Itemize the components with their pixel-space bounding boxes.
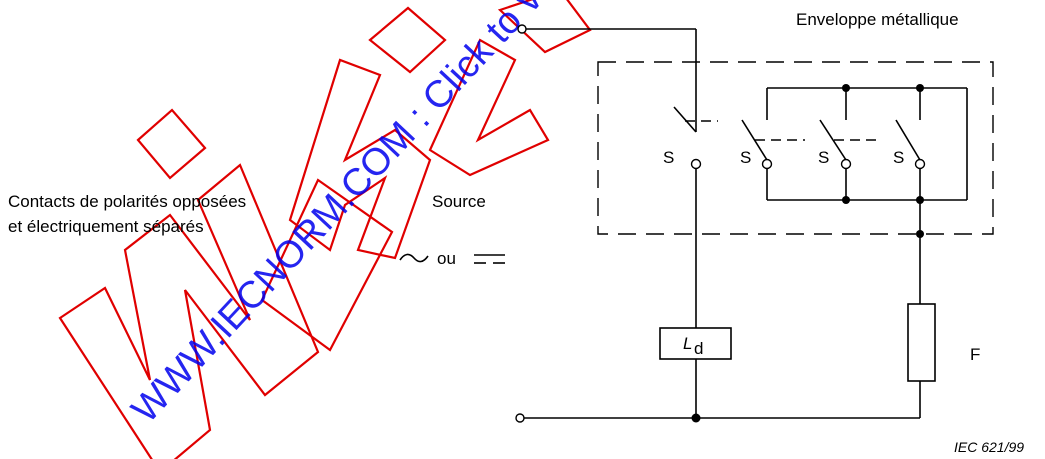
watermark-text: WWW.IECNORM.COM : Click to view the full… (124, 0, 732, 431)
source-or-label: ou (437, 249, 456, 268)
load-component: L d (659, 327, 732, 360)
switch-label-3: S (818, 148, 829, 167)
switch-3 (819, 119, 880, 170)
internal-wiring (766, 84, 968, 305)
fuse-component: F (907, 303, 980, 418)
load-subscript: d (694, 339, 703, 358)
ac-tilde-icon (399, 253, 429, 263)
switch-1 (673, 106, 718, 418)
enclosure-label: Enveloppe métallique (796, 10, 959, 29)
fuse-label: F (970, 345, 980, 364)
load-label: L (683, 334, 692, 353)
bottom-return-wire (515, 413, 920, 423)
metal-enclosure-boundary (597, 61, 994, 235)
watermark-outline (58, 0, 592, 459)
source-symbol: ou (399, 249, 505, 268)
contacts-label-line2: et électriquement séparés (8, 217, 204, 236)
switch-label-4: S (893, 148, 904, 167)
switch-label-1: S (663, 148, 674, 167)
switch-label-2: S (740, 148, 751, 167)
top-supply-wire (517, 24, 697, 132)
dc-symbol-icon (474, 254, 505, 264)
contacts-label-line1: Contacts de polarités opposées (8, 192, 246, 211)
source-label: Source (432, 192, 486, 211)
switch-2 (741, 119, 805, 200)
figure-reference: IEC 621/99 (954, 439, 1024, 455)
